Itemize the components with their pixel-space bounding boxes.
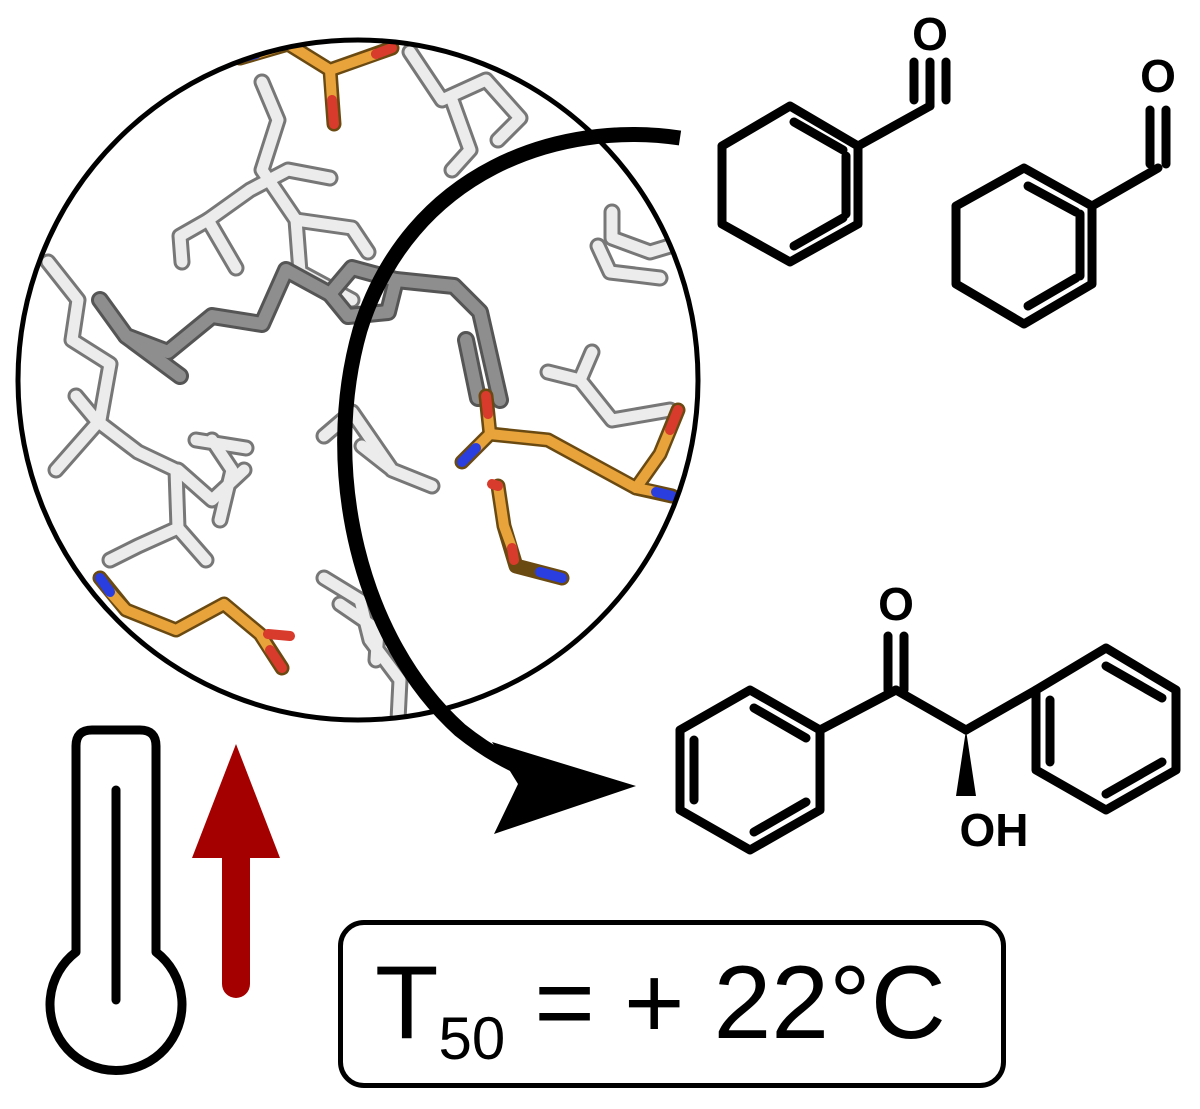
curved-reaction-arrow bbox=[337, 127, 682, 834]
wedge-bond bbox=[956, 730, 976, 796]
benzaldehyde-2-oxygen: O bbox=[1140, 50, 1176, 102]
t50-subscript: 50 bbox=[438, 1005, 506, 1072]
white-residues bbox=[39, 43, 698, 720]
thermometer-icon bbox=[45, 725, 187, 1075]
up-arrow-icon bbox=[192, 744, 280, 998]
cofactor-sticks bbox=[91, 259, 509, 409]
t50-box: T50 = + 22°C bbox=[338, 920, 1006, 1088]
t50-label: T50 = + 22°C bbox=[375, 933, 946, 1109]
t50-symbol: T bbox=[375, 945, 439, 1061]
product-hydroxyl-label: OH bbox=[960, 804, 1029, 856]
benzaldehyde-1-oxygen: O bbox=[912, 8, 948, 60]
product-carbonyl-oxygen: O bbox=[878, 578, 914, 630]
t50-value: + 22°C bbox=[623, 945, 946, 1061]
active-site-view bbox=[39, 40, 698, 720]
benzoin-product bbox=[675, 631, 1181, 855]
benzaldehyde-1 bbox=[717, 57, 951, 267]
benzaldehyde-2 bbox=[951, 105, 1171, 329]
zoom-circle bbox=[15, 37, 701, 723]
t50-equals: = bbox=[534, 945, 595, 1061]
